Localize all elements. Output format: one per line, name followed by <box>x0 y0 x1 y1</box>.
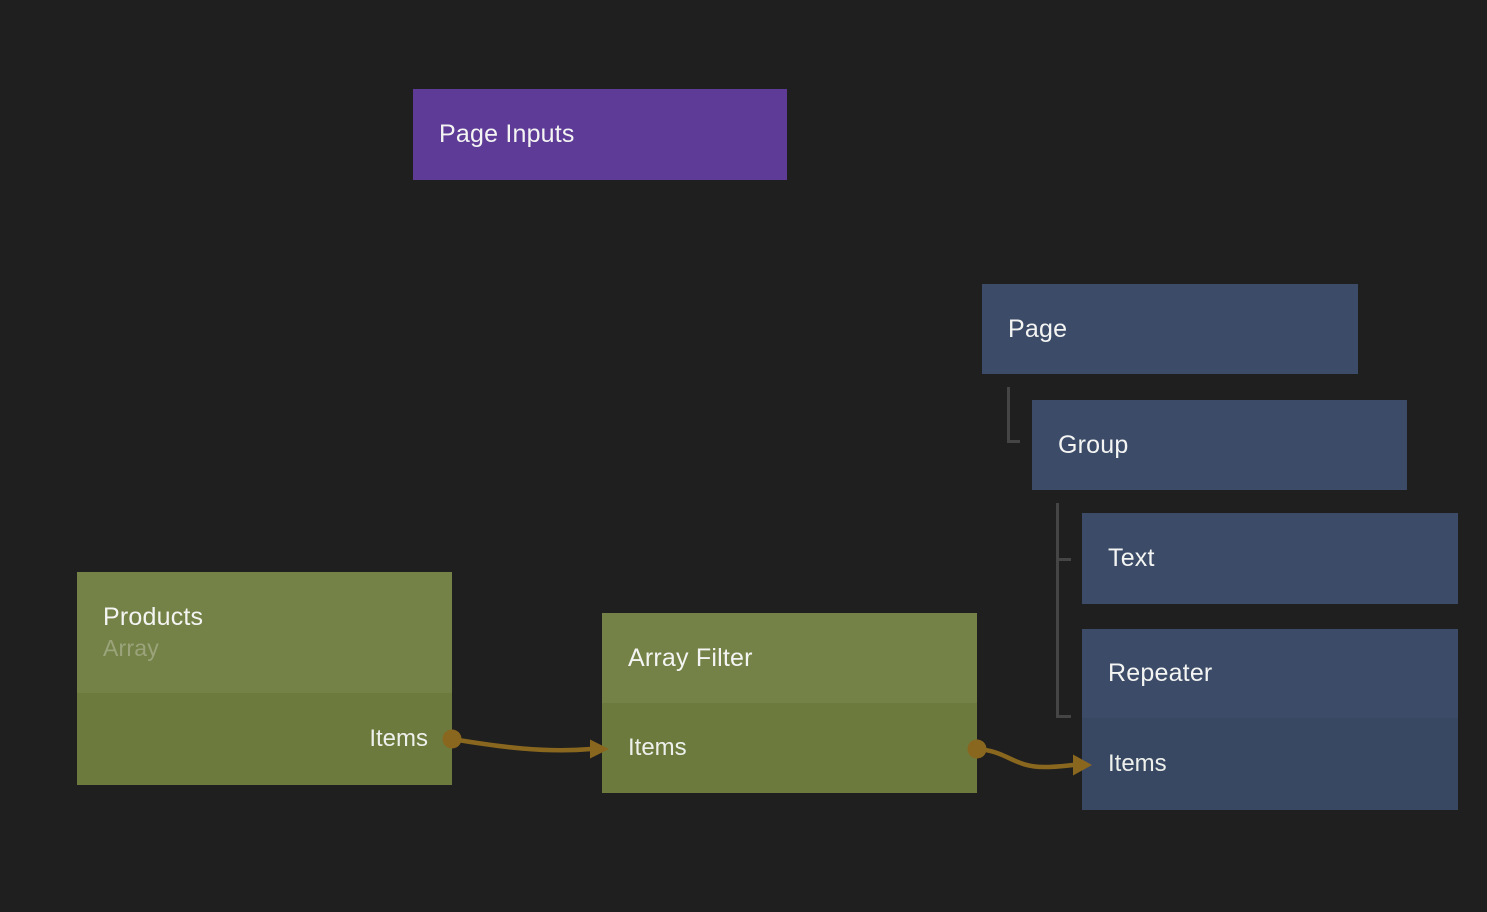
tree-connector-group-to-children <box>1056 503 1059 718</box>
node-text[interactable]: Text <box>1082 513 1458 604</box>
tree-connector-page-to-group <box>1007 387 1020 443</box>
array-filter-items-input-port[interactable]: Items <box>602 703 977 793</box>
products-items-output-port[interactable]: Items <box>77 693 452 785</box>
node-page-title: Page <box>1008 314 1068 343</box>
array-filter-items-port-label: Items <box>628 734 687 761</box>
array-filter-output-port-dot[interactable] <box>967 739 987 759</box>
node-products-title: Products <box>103 603 204 631</box>
node-text-title: Text <box>1108 544 1155 572</box>
tree-connector-stub-repeater <box>1056 715 1071 718</box>
wire-array-filter-to-repeater[interactable] <box>974 746 1092 776</box>
node-page-inputs-title: Page Inputs <box>439 120 575 148</box>
node-group-title: Group <box>1058 430 1129 459</box>
node-repeater[interactable]: Repeater Items <box>1082 629 1458 810</box>
node-page-inputs[interactable]: Page Inputs <box>413 89 787 180</box>
node-array-filter-title: Array Filter <box>628 643 753 672</box>
node-group[interactable]: Group <box>1032 400 1407 490</box>
node-repeater-title: Repeater <box>1108 659 1213 687</box>
wire-products-to-array-filter[interactable] <box>449 736 609 759</box>
repeater-items-port-label: Items <box>1108 750 1167 777</box>
node-products[interactable]: Products Array Items <box>77 572 452 785</box>
products-output-port-dot[interactable] <box>442 729 462 749</box>
arrowhead-icon <box>1073 754 1092 776</box>
node-array-filter[interactable]: Array Filter Items <box>602 613 977 793</box>
node-page[interactable]: Page <box>982 284 1358 374</box>
repeater-items-input-port[interactable]: Items <box>1082 718 1458 810</box>
tree-connector-stub-text <box>1056 558 1071 561</box>
arrowhead-icon <box>590 739 609 759</box>
node-products-type-subtitle: Array <box>103 635 159 661</box>
products-items-port-label: Items <box>369 725 428 752</box>
